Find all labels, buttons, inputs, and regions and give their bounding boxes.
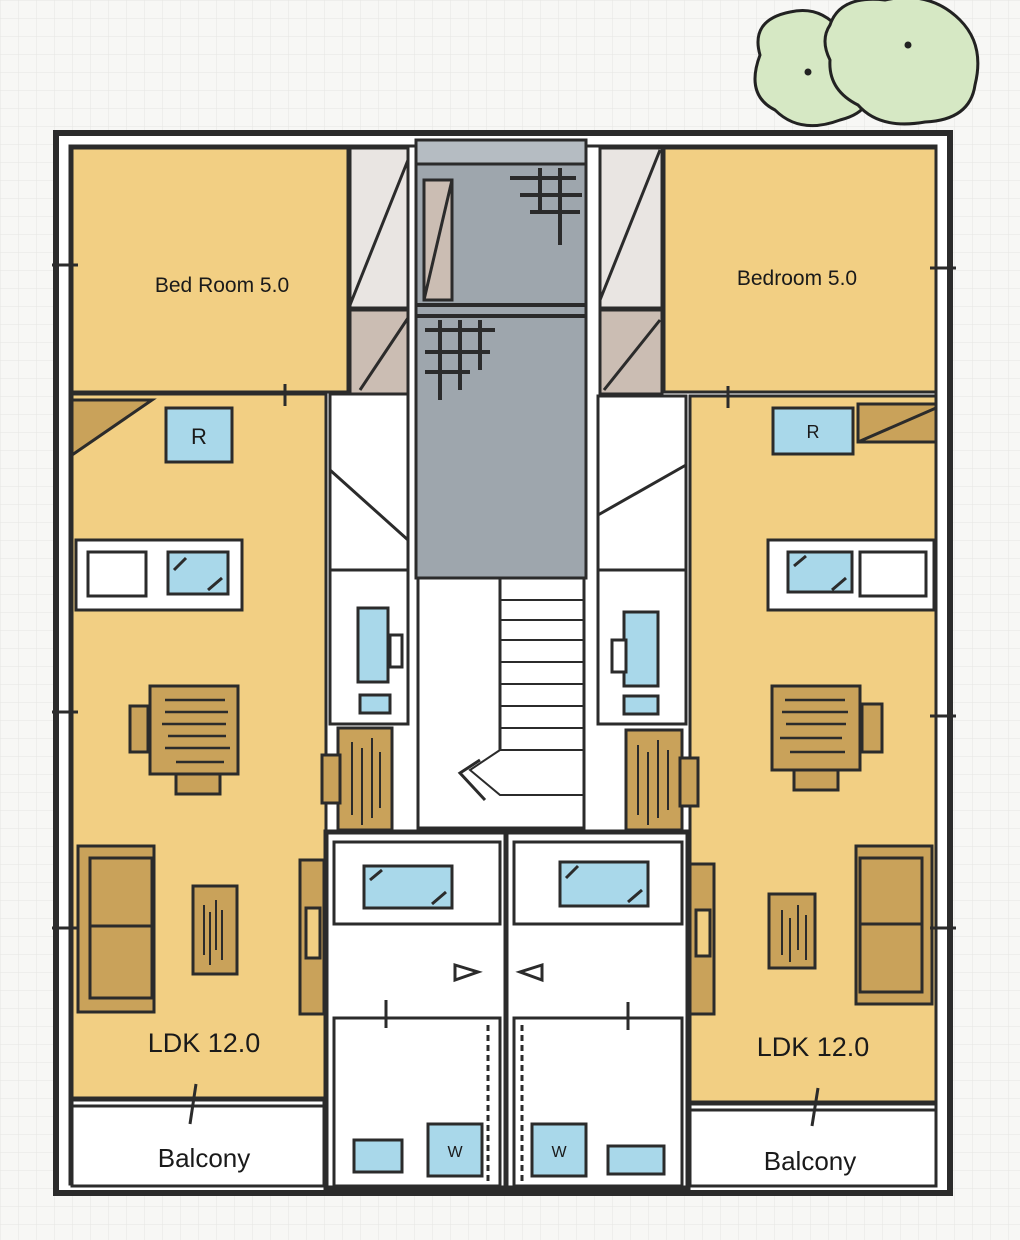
right-bedroom-label: Bedroom 5.0 <box>737 267 857 290</box>
dining-table-icon <box>128 684 240 796</box>
left-ldk-label: LDK 12.0 <box>148 1028 261 1058</box>
wall-ticks <box>52 263 956 1030</box>
right-ldk-label: LDK 12.0 <box>757 1032 870 1062</box>
left-balcony-label: Balcony <box>158 1143 251 1173</box>
right-kitchen <box>766 402 938 612</box>
sofa-icon <box>76 844 156 1014</box>
right-coffee-table <box>767 892 817 970</box>
right-entry-hall <box>596 394 688 726</box>
left-tv-stand <box>298 858 326 1016</box>
staircase <box>416 576 586 830</box>
left-washer-label: W <box>447 1144 463 1161</box>
left-bedroom-label: Bed Room 5.0 <box>155 274 289 297</box>
left-closet <box>348 146 410 396</box>
refrigerator-icon: R <box>771 406 855 456</box>
left-fridge-label: R <box>191 424 207 449</box>
left-kitchen <box>70 398 244 612</box>
left-entry-door <box>320 726 394 832</box>
right-balcony-label: Balcony <box>764 1146 857 1176</box>
left-bedroom <box>70 146 350 394</box>
right-closet <box>598 146 664 396</box>
sofa-icon <box>854 844 934 1006</box>
left-entry-hall <box>328 392 410 726</box>
right-washer-label: W <box>551 1144 567 1161</box>
dining-table-icon <box>770 684 884 792</box>
right-balcony <box>688 1087 938 1188</box>
right-bedroom <box>662 146 938 394</box>
bathroom-block <box>323 829 691 1191</box>
left-balcony <box>70 1083 326 1188</box>
refrigerator-icon: R <box>164 406 234 464</box>
left-coffee-table <box>191 884 239 976</box>
washing-machine-icon: W <box>530 1122 588 1178</box>
right-fridge-label: R <box>807 422 820 442</box>
tree-icon <box>753 0 980 128</box>
washing-machine-icon: W <box>426 1122 484 1178</box>
right-entry-door <box>624 728 700 832</box>
stair-core <box>414 138 588 580</box>
right-tv-stand <box>688 862 716 1016</box>
